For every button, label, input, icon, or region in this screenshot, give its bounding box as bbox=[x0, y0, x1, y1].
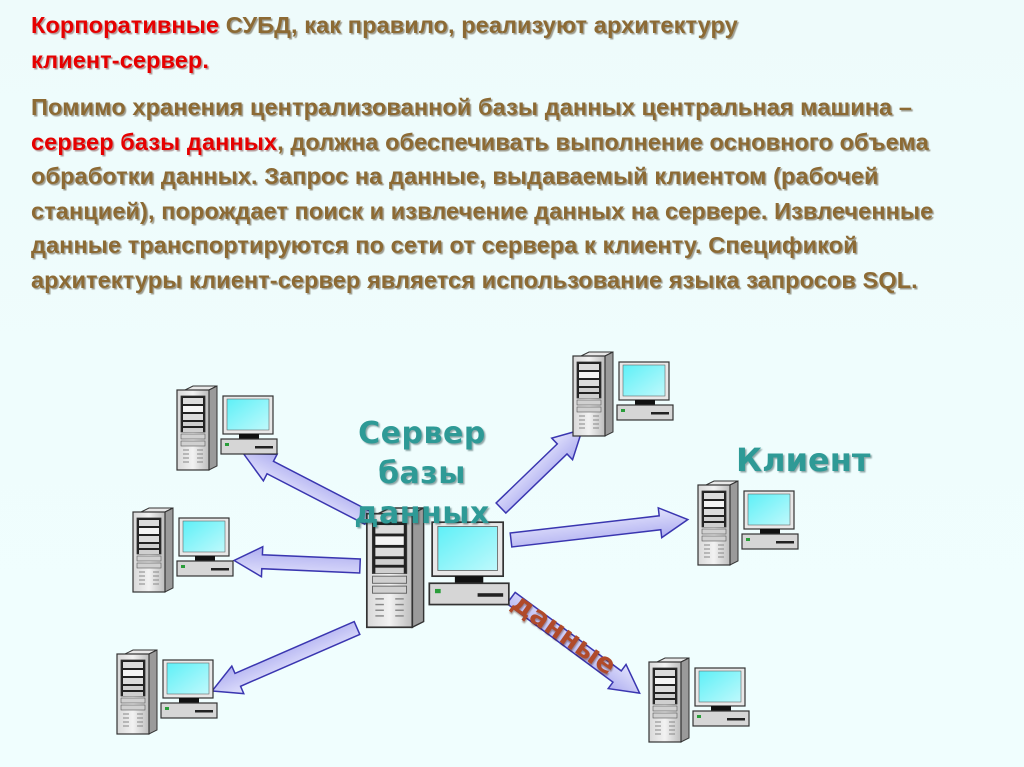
arrow-to-client-bottom-right bbox=[505, 591, 641, 695]
body-text-before: Помимо хранения централизованной базы да… bbox=[31, 94, 913, 120]
intro-paragraph: Корпоративные СУБД, как правило, реализу… bbox=[31, 8, 931, 77]
server-label-line2: данных bbox=[354, 496, 490, 531]
arrow-to-client-mid-right bbox=[509, 506, 690, 548]
client-workstation-icon bbox=[572, 351, 674, 437]
arrow-to-client-mid-left bbox=[232, 545, 362, 578]
arrows bbox=[210, 428, 690, 695]
body-text-after: , должна обеспечивать выполнение основно… bbox=[31, 128, 934, 293]
intro-text: СУБД, как правило, реализуют архитектуру bbox=[219, 12, 738, 38]
body-paragraph: Помимо хранения централизованной базы да… bbox=[31, 90, 991, 297]
body-highlight-db-server: сервер базы данных bbox=[31, 128, 278, 155]
intro-highlight-corporate: Корпоративные bbox=[31, 12, 220, 38]
server-label: Сервер базы данных bbox=[312, 414, 532, 534]
intro-highlight-client-server: клиент-сервер. bbox=[31, 46, 210, 73]
arrow-to-client-bottom-left bbox=[210, 620, 361, 695]
client-workstation-icon bbox=[697, 480, 799, 566]
client-workstation-icon bbox=[132, 507, 234, 593]
client-label: Клиент bbox=[736, 441, 871, 479]
arrow-to-client-top-right bbox=[495, 428, 584, 515]
client-workstation-icon bbox=[648, 657, 750, 743]
server-label-line1: Сервер базы bbox=[358, 416, 486, 491]
client-workstation-icon bbox=[116, 649, 218, 735]
